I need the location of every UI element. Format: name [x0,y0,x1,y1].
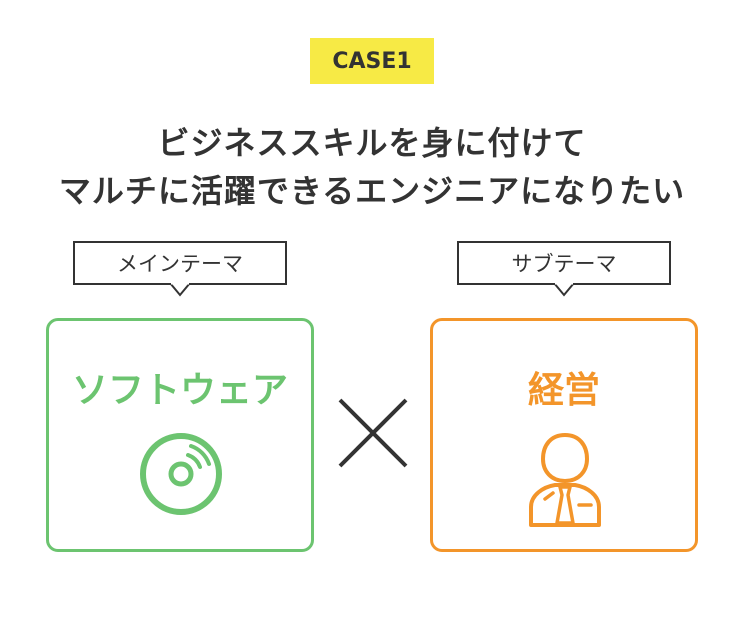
main-theme-callout-tail [169,283,191,297]
sub-theme-card: 経営 [430,318,698,552]
sub-theme-card-title: 経営 [527,370,600,411]
sub-theme-callout-label: サブテーマ [511,252,617,276]
times-icon [338,398,408,468]
case-badge-label: CASE1 [332,48,412,74]
main-theme-card-title: ソフトウェア [71,370,288,411]
businessperson-icon [529,433,601,527]
main-theme-callout: メインテーマ [73,241,287,285]
sub-theme-callout: サブテーマ [457,241,671,285]
case-badge: CASE1 [310,38,434,84]
disc-icon [140,433,222,515]
sub-theme-callout-tail [553,283,575,297]
main-theme-callout-label: メインテーマ [117,252,243,276]
headline-line-2: マルチに活躍できるエンジニアになりたい [58,172,686,210]
headline-line-1: ビジネススキルを身に付けて [157,124,587,162]
main-theme-card: ソフトウェア [46,318,314,552]
